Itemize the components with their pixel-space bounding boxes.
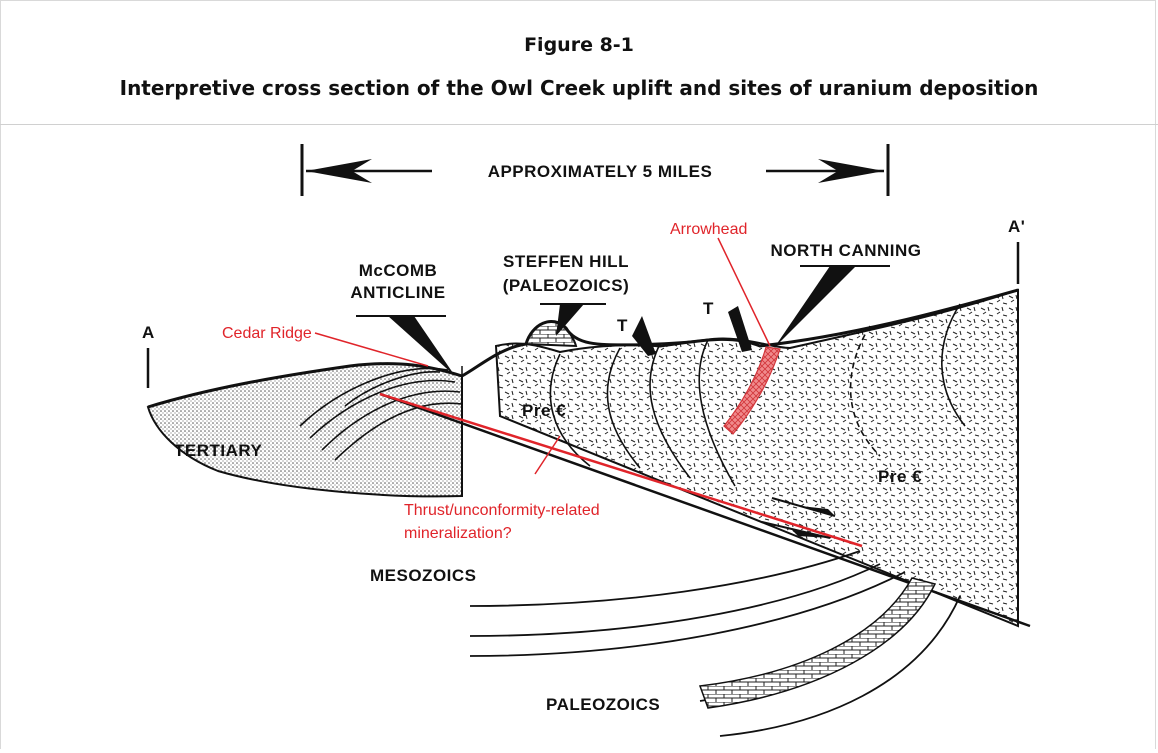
cross-section-diagram: APPROXIMATELY 5 MILES A A' (0, 126, 1158, 749)
annotation-arrowhead: Arrowhead (670, 221, 747, 238)
section-end-a: A (142, 323, 155, 342)
cedar-ridge-leader (315, 333, 428, 366)
thrust-leader (535, 436, 560, 474)
figure-caption: Interpretive cross section of the Owl Cr… (0, 76, 1158, 100)
scale-label: APPROXIMATELY 5 MILES (488, 162, 713, 181)
figure-number: Figure 8-1 (0, 34, 1158, 56)
scale-bar: APPROXIMATELY 5 MILES (302, 144, 888, 196)
label-steffen-2: (PALEOZOICS) (503, 276, 630, 295)
section-end-a-prime: A' (1008, 217, 1025, 236)
figure-header: Figure 8-1 Interpretive cross section of… (0, 0, 1158, 125)
tertiary-unit (148, 364, 462, 497)
label-steffen-1: STEFFEN HILL (503, 252, 629, 271)
label-t-right: T (703, 299, 714, 318)
annotation-cedar-ridge: Cedar Ridge (222, 325, 312, 342)
label-north-canning: NORTH CANNING (771, 241, 922, 260)
annotation-thrust-1: Thrust/unconformity-related (404, 502, 600, 519)
label-pre-cambrian-left: Pre € (522, 401, 566, 420)
label-mccomb-1: McCOMB (359, 261, 438, 280)
subthrust-beds (470, 551, 960, 736)
label-pre-cambrian-right: Pre € (878, 467, 922, 486)
paleozoic-beds (700, 578, 935, 708)
label-mesozoics: MESOZOICS (370, 566, 477, 585)
label-tertiary: TERTIARY (174, 441, 263, 460)
annotation-thrust-2: mineralization? (404, 525, 512, 542)
label-mccomb-2: ANTICLINE (350, 283, 445, 302)
label-paleozoics: PALEOZOICS (546, 695, 660, 714)
label-t-left: T (617, 316, 628, 335)
